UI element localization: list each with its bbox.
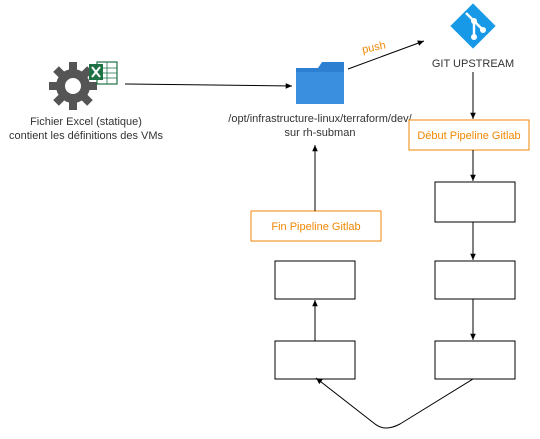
folder-icon [296, 62, 344, 104]
edge-step3-to-left2 [315, 377, 474, 429]
folder-node[interactable]: /opt/infrastructure-linux/terraform/dev/… [228, 62, 413, 139]
step-box-right-3[interactable] [434, 340, 516, 380]
edge-excel-to-folder [124, 83, 293, 89]
excel-label-line1: Fichier Excel (statique) [30, 116, 142, 128]
git-icon [450, 3, 496, 49]
pipeline-end-label: Fin Pipeline Gitlab [271, 221, 360, 233]
folder-label-line2: sur rh-subman [285, 127, 356, 139]
git-label: GIT UPSTREAM [432, 58, 514, 70]
pipeline-end-box[interactable]: Fin Pipeline Gitlab [250, 210, 382, 242]
push-label: push [361, 39, 387, 56]
excel-icon [89, 61, 118, 85]
folder-label-line1: /opt/infrastructure-linux/terraform/dev/ [228, 113, 412, 125]
pipeline-start-label: Début Pipeline Gitlab [417, 130, 520, 142]
edge-folder-to-git [347, 40, 425, 70]
gear-icon [49, 62, 97, 110]
pipeline-start-box[interactable]: Début Pipeline Gitlab [408, 119, 530, 151]
step-box-left-2[interactable] [274, 340, 356, 380]
git-node[interactable]: GIT UPSTREAM [432, 3, 514, 70]
excel-gear-node[interactable]: Fichier Excel (statique) contient les dé… [9, 61, 164, 142]
step-box-right-2[interactable] [434, 260, 516, 300]
step-box-right-1[interactable] [434, 181, 516, 223]
excel-label-line2: contient les définitions des VMs [9, 130, 164, 142]
step-box-left-1[interactable] [274, 260, 356, 300]
